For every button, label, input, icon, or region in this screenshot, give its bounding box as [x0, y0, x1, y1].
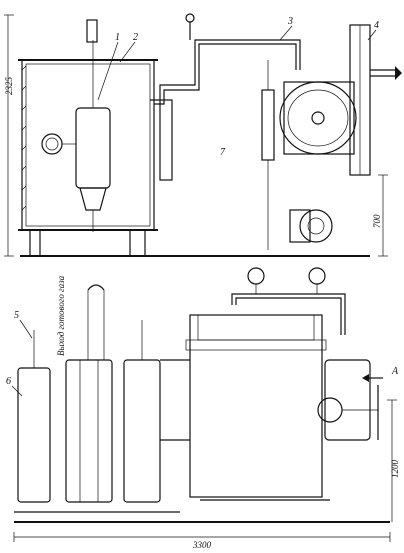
inner-vessel — [75, 107, 111, 189]
label-4: 4 — [374, 20, 379, 31]
filter-column-right — [123, 359, 161, 503]
gas-holder — [279, 81, 357, 155]
label-3: 3 — [287, 16, 293, 27]
label-A: A — [391, 366, 399, 377]
filter-column-left — [17, 367, 51, 503]
filter-column-mid — [65, 359, 113, 503]
dim-height-bottom: 1200 — [390, 460, 400, 479]
pump-icon — [299, 209, 333, 243]
label-1: 1 — [115, 32, 120, 43]
dim-height-top: 2325 — [4, 77, 14, 96]
label-2: 2 — [133, 32, 138, 43]
label-6: 6 — [6, 376, 11, 387]
pressure-gauge-icon — [41, 133, 63, 155]
boiler-box — [189, 314, 323, 498]
label-5: 5 — [14, 310, 19, 321]
bottom-view: A 3300 1200 Выход готового газа 5 6 — [6, 267, 400, 550]
gauge-top-right-icon — [308, 267, 326, 285]
top-view: 2325 — [4, 13, 402, 257]
label-7: 7 — [220, 147, 226, 158]
annotation-gas-outlet: Выход готового газа — [56, 275, 66, 356]
gauge-top-left-icon — [247, 267, 265, 285]
dim-width-bottom: 3300 — [192, 540, 212, 550]
dim-height-right: 700 — [372, 214, 382, 228]
